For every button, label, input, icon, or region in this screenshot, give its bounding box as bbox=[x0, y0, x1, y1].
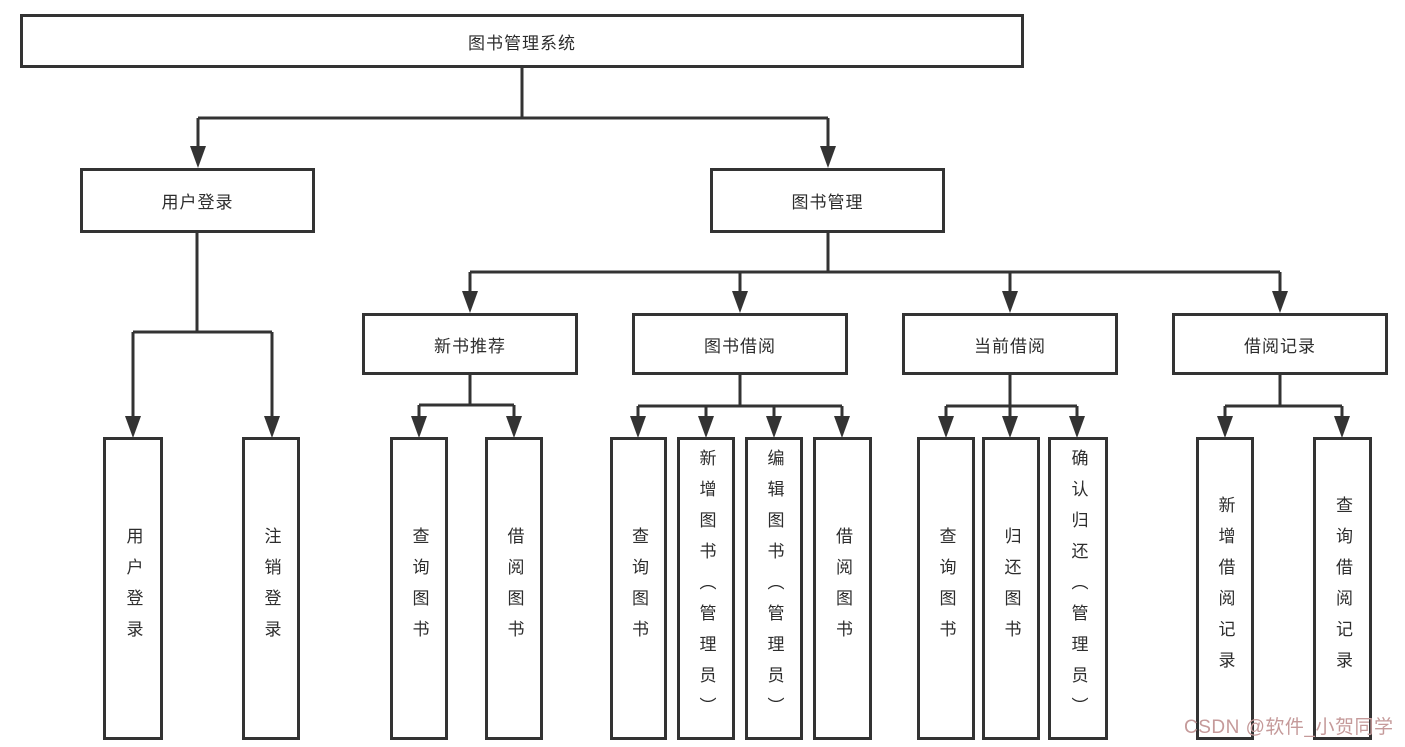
connector-book-management bbox=[462, 233, 1288, 313]
connector-borrow-records bbox=[1217, 375, 1350, 438]
node-br-add: 新增借阅记录 bbox=[1196, 437, 1254, 740]
node-label-book-borrow: 图书借阅 bbox=[704, 336, 776, 356]
arrowhead-down-icon bbox=[125, 416, 141, 438]
arrowhead-down-icon bbox=[1334, 416, 1350, 438]
node-cb-query: 查询图书 bbox=[917, 437, 975, 740]
node-nb-borrow: 借阅图书 bbox=[485, 437, 543, 740]
node-bb-add: 新增图书（管理员） bbox=[677, 437, 735, 740]
node-label-cb-return: 归还图书 bbox=[1001, 526, 1021, 651]
arrowhead-down-icon bbox=[630, 416, 646, 438]
node-label-br-query: 查询借阅记录 bbox=[1333, 495, 1352, 682]
node-bb-edit: 编辑图书（管理员） bbox=[745, 437, 803, 740]
connector-user-login bbox=[125, 233, 280, 438]
arrowhead-down-icon bbox=[462, 291, 478, 313]
arrowhead-down-icon bbox=[1069, 416, 1085, 438]
node-label-login: 用户登录 bbox=[123, 526, 143, 651]
arrowhead-down-icon bbox=[411, 416, 427, 438]
node-label-current-borrow: 当前借阅 bbox=[974, 336, 1046, 356]
node-current-borrow: 当前借阅 bbox=[902, 313, 1118, 375]
node-label-user-login: 用户登录 bbox=[161, 193, 234, 212]
node-new-book-recommend: 新书推荐 bbox=[362, 313, 578, 375]
arrowhead-down-icon bbox=[1002, 291, 1018, 313]
watermark: CSDN @软件_小贺同学 bbox=[1184, 717, 1394, 738]
node-bb-borrow: 借阅图书 bbox=[813, 437, 872, 740]
node-label-logout: 注销登录 bbox=[261, 526, 281, 651]
arrowhead-down-icon bbox=[834, 416, 850, 438]
node-login: 用户登录 bbox=[103, 437, 163, 740]
node-label-root: 图书管理系统 bbox=[468, 33, 576, 53]
node-bb-query: 查询图书 bbox=[610, 437, 667, 740]
node-logout: 注销登录 bbox=[242, 437, 300, 740]
node-label-bb-add: 新增图书（管理员） bbox=[696, 449, 716, 728]
node-label-cb-query: 查询图书 bbox=[936, 526, 956, 651]
connector-root bbox=[190, 68, 836, 168]
arrowhead-down-icon bbox=[820, 146, 836, 168]
node-br-query: 查询借阅记录 bbox=[1313, 437, 1372, 740]
node-label-bb-edit: 编辑图书（管理员） bbox=[764, 449, 784, 728]
arrowhead-down-icon bbox=[506, 416, 522, 438]
node-label-nb-query: 查询图书 bbox=[409, 526, 429, 651]
arrowhead-down-icon bbox=[766, 416, 782, 438]
node-book-borrow: 图书借阅 bbox=[632, 313, 848, 375]
node-label-bb-query: 查询图书 bbox=[629, 526, 648, 651]
arrowhead-down-icon bbox=[698, 416, 714, 438]
connector-new-book-recommend bbox=[411, 375, 522, 438]
node-root: 图书管理系统 bbox=[20, 14, 1024, 68]
arrowhead-down-icon bbox=[732, 291, 748, 313]
node-cb-return: 归还图书 bbox=[982, 437, 1040, 740]
node-label-book-management: 图书管理 bbox=[791, 193, 864, 212]
connector-book-borrow bbox=[630, 375, 850, 438]
arrowhead-down-icon bbox=[1217, 416, 1233, 438]
node-label-bb-borrow: 借阅图书 bbox=[833, 526, 852, 651]
arrowhead-down-icon bbox=[264, 416, 280, 438]
node-borrow-records: 借阅记录 bbox=[1172, 313, 1388, 375]
arrowhead-down-icon bbox=[938, 416, 954, 438]
arrowhead-down-icon bbox=[190, 146, 206, 168]
node-label-nb-borrow: 借阅图书 bbox=[504, 526, 524, 651]
connector-current-borrow bbox=[938, 375, 1085, 438]
node-label-new-book-recommend: 新书推荐 bbox=[434, 336, 506, 356]
node-cb-confirm: 确认归还（管理员） bbox=[1048, 437, 1108, 740]
arrowhead-down-icon bbox=[1002, 416, 1018, 438]
node-user-login: 用户登录 bbox=[80, 168, 315, 233]
node-book-management: 图书管理 bbox=[710, 168, 945, 233]
node-label-cb-confirm: 确认归还（管理员） bbox=[1068, 449, 1088, 728]
arrowhead-down-icon bbox=[1272, 291, 1288, 313]
node-nb-query: 查询图书 bbox=[390, 437, 448, 740]
node-label-borrow-records: 借阅记录 bbox=[1244, 336, 1316, 356]
node-label-br-add: 新增借阅记录 bbox=[1215, 495, 1235, 682]
